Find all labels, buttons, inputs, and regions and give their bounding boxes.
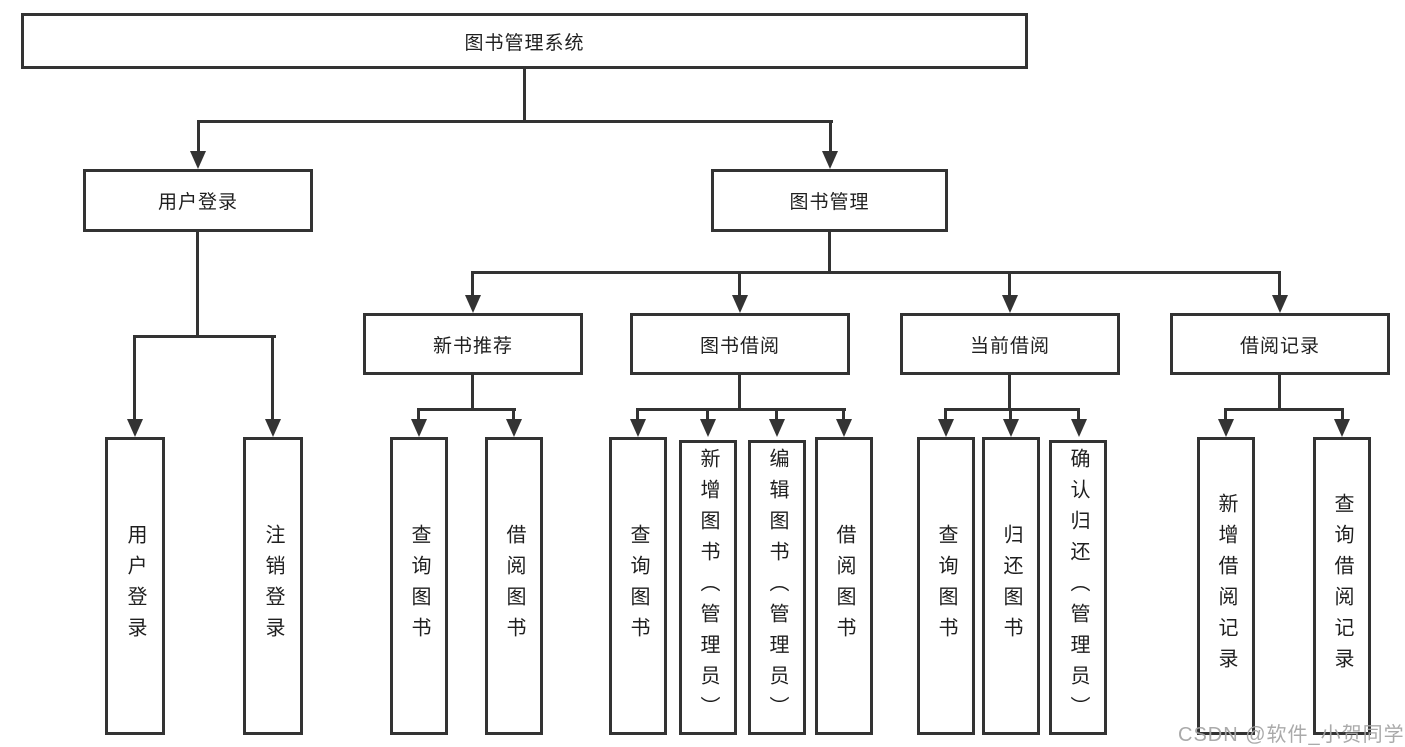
connector-line bbox=[471, 375, 474, 408]
node-book-borrow: 图书借阅 bbox=[630, 313, 850, 375]
node-book-borrow-label: 图书借阅 bbox=[699, 335, 780, 357]
connector-line bbox=[471, 271, 1281, 274]
connector-line bbox=[523, 69, 526, 122]
leaf-borrow-query-book: 查询图书 bbox=[609, 437, 667, 735]
connector-line bbox=[1224, 408, 1227, 422]
connector-line bbox=[133, 335, 276, 338]
connector-line bbox=[775, 408, 778, 422]
node-borrow-record: 借阅记录 bbox=[1170, 313, 1390, 375]
leaf-borrow-query-book-label: 查询图书 bbox=[627, 524, 649, 648]
connector-line bbox=[1278, 271, 1281, 297]
connector-line bbox=[706, 408, 709, 422]
connector-line bbox=[417, 408, 516, 411]
connector-line bbox=[1224, 408, 1344, 411]
node-borrow-record-label: 借阅记录 bbox=[1239, 335, 1320, 357]
node-book-management-label: 图书管理 bbox=[789, 192, 870, 213]
leaf-record-add-record-label: 新增借阅记录 bbox=[1215, 493, 1237, 679]
arrow-down-icon bbox=[732, 295, 748, 313]
connector-line bbox=[197, 120, 833, 123]
leaf-borrow-edit-book-admin-label: 编辑图书（管理员） bbox=[766, 448, 788, 727]
arrow-down-icon bbox=[1071, 419, 1087, 437]
arrow-down-icon bbox=[1272, 295, 1288, 313]
connector-line bbox=[471, 271, 474, 297]
connector-line bbox=[738, 271, 741, 297]
connector-line bbox=[944, 408, 947, 422]
leaf-user-login: 用户登录 bbox=[105, 437, 165, 735]
leaf-borrow-add-book-admin: 新增图书（管理员） bbox=[679, 440, 737, 735]
connector-line bbox=[944, 408, 1080, 411]
connector-line bbox=[417, 408, 420, 422]
node-current-borrow: 当前借阅 bbox=[900, 313, 1120, 375]
arrow-down-icon bbox=[506, 419, 522, 437]
leaf-logout: 注销登录 bbox=[243, 437, 303, 735]
connector-line bbox=[738, 375, 741, 408]
connector-line bbox=[1008, 375, 1011, 408]
arrow-down-icon bbox=[190, 151, 206, 169]
connector-line bbox=[842, 408, 845, 422]
arrow-down-icon bbox=[265, 419, 281, 437]
leaf-current-confirm-return-admin-label: 确认归还（管理员） bbox=[1067, 448, 1089, 727]
connector-line bbox=[271, 335, 274, 421]
leaf-borrow-borrow-book-label: 借阅图书 bbox=[833, 524, 855, 648]
node-root-label: 图书管理系统 bbox=[464, 32, 585, 54]
arrow-down-icon bbox=[1002, 295, 1018, 313]
arrow-down-icon bbox=[465, 295, 481, 313]
leaf-newbook-query-book-label: 查询图书 bbox=[408, 524, 430, 648]
connector-line bbox=[1077, 408, 1080, 422]
arrow-down-icon bbox=[1218, 419, 1234, 437]
leaf-current-confirm-return-admin: 确认归还（管理员） bbox=[1049, 440, 1107, 735]
leaf-newbook-borrow-book-label: 借阅图书 bbox=[503, 524, 525, 648]
arrow-down-icon bbox=[1334, 419, 1350, 437]
arrow-down-icon bbox=[630, 419, 646, 437]
arrow-down-icon bbox=[822, 151, 838, 169]
leaf-borrow-borrow-book: 借阅图书 bbox=[815, 437, 873, 735]
arrow-down-icon bbox=[127, 419, 143, 437]
csdn-watermark: CSDN @软件_小贺同学 bbox=[1178, 724, 1405, 746]
leaf-newbook-query-book: 查询图书 bbox=[390, 437, 448, 735]
leaf-current-return-book-label: 归还图书 bbox=[1000, 524, 1022, 648]
node-root: 图书管理系统 bbox=[21, 13, 1028, 69]
leaf-user-login-label: 用户登录 bbox=[124, 524, 146, 648]
connector-line bbox=[197, 120, 200, 154]
connector-line bbox=[828, 232, 831, 271]
leaf-newbook-borrow-book: 借阅图书 bbox=[485, 437, 543, 735]
leaf-borrow-edit-book-admin: 编辑图书（管理员） bbox=[748, 440, 806, 735]
connector-line bbox=[636, 408, 639, 422]
leaf-record-query-record: 查询借阅记录 bbox=[1313, 437, 1371, 735]
connector-line bbox=[1341, 408, 1344, 422]
leaf-logout-label: 注销登录 bbox=[262, 524, 284, 648]
connector-line bbox=[133, 335, 136, 421]
leaf-current-return-book: 归还图书 bbox=[982, 437, 1040, 735]
connector-line bbox=[636, 408, 846, 411]
arrow-down-icon bbox=[769, 419, 785, 437]
connector-line bbox=[1278, 375, 1281, 408]
connector-line bbox=[196, 232, 199, 335]
node-new-book-recommend-label: 新书推荐 bbox=[432, 335, 513, 357]
arrow-down-icon bbox=[836, 419, 852, 437]
node-book-management: 图书管理 bbox=[711, 169, 948, 232]
node-new-book-recommend: 新书推荐 bbox=[363, 313, 583, 375]
leaf-borrow-add-book-admin-label: 新增图书（管理员） bbox=[697, 448, 719, 727]
arrow-down-icon bbox=[938, 419, 954, 437]
arrow-down-icon bbox=[700, 419, 716, 437]
leaf-record-add-record: 新增借阅记录 bbox=[1197, 437, 1255, 735]
arrow-down-icon bbox=[1003, 419, 1019, 437]
leaf-current-query-book-label: 查询图书 bbox=[935, 524, 957, 648]
connector-line bbox=[829, 120, 832, 154]
connector-line bbox=[512, 408, 515, 422]
leaf-current-query-book: 查询图书 bbox=[917, 437, 975, 735]
node-user-login: 用户登录 bbox=[83, 169, 313, 232]
leaf-record-query-record-label: 查询借阅记录 bbox=[1331, 493, 1353, 679]
arrow-down-icon bbox=[411, 419, 427, 437]
connector-line bbox=[1008, 271, 1011, 297]
connector-line bbox=[1009, 408, 1012, 422]
node-current-borrow-label: 当前借阅 bbox=[969, 335, 1050, 357]
node-user-login-label: 用户登录 bbox=[157, 192, 238, 213]
